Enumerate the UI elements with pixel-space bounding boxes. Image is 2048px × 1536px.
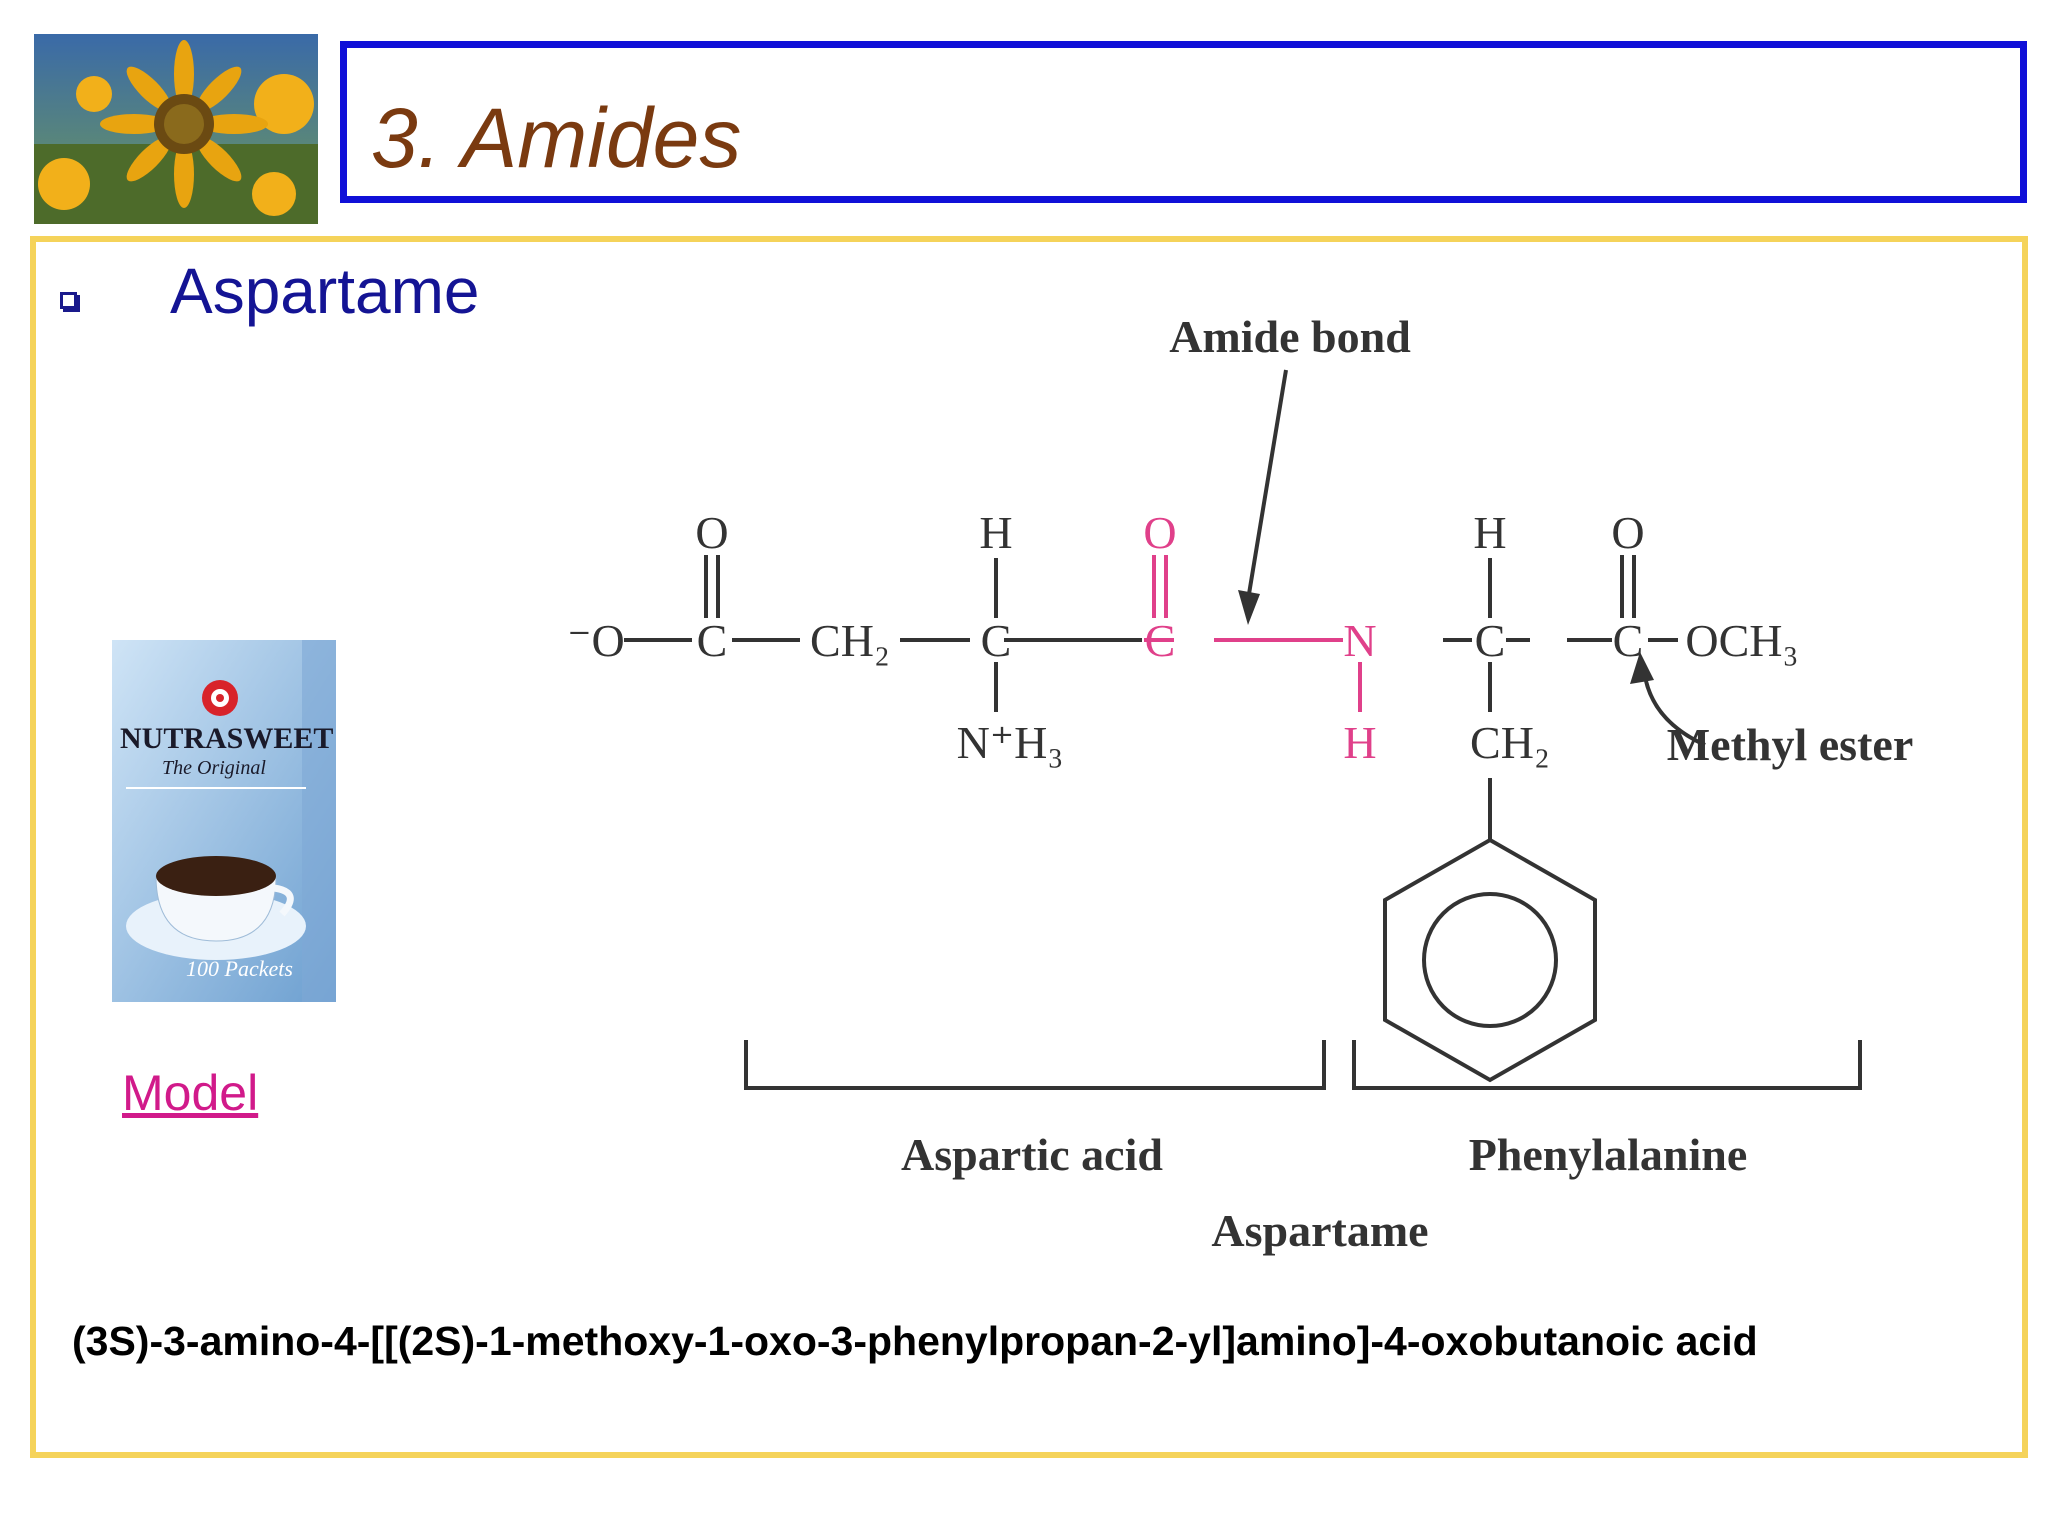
atom-c3-amide: C: [1145, 615, 1176, 666]
atom-och3: OCH₃: [1685, 615, 1798, 666]
atom-h2: H: [1473, 507, 1506, 558]
product-brand: NUTRASWEET: [120, 722, 333, 755]
atom-o2-amide: O: [1143, 507, 1176, 558]
atom-nh3: N⁺H₃: [957, 717, 1064, 768]
atom-c1: C: [697, 615, 728, 666]
atom-h1: H: [979, 507, 1012, 558]
label-amide-bond: Amide bond: [1169, 311, 1411, 362]
title-box: 3. Amides: [340, 41, 2027, 203]
content-box: [30, 236, 2028, 1458]
atom-c4: C: [1475, 615, 1506, 666]
atom-o3: O: [1611, 507, 1644, 558]
nutrasweet-box-image: NUTRASWEET The Original 100 Packets: [106, 636, 342, 1006]
label-methyl-ester: Methyl ester: [1667, 719, 1914, 770]
product-count: 100 Packets: [186, 956, 293, 981]
atom-n-amide: N: [1343, 615, 1376, 666]
aspartame-structure-diagram: ⁻O C O CH₂ C H N⁺H₃ C H CH₂ C O OCH₃ O C…: [567, 311, 1914, 1256]
sunflower-image: [34, 34, 318, 224]
label-aspartame: Aspartame: [1211, 1205, 1428, 1256]
atom-o-minus: ⁻O: [567, 615, 625, 666]
bullet-heading: Aspartame: [170, 255, 480, 327]
atom-c2: C: [981, 615, 1012, 666]
label-aspartic-acid: Aspartic acid: [901, 1129, 1163, 1180]
atom-h-amide: H: [1343, 717, 1376, 768]
product-subtitle: The Original: [162, 757, 266, 779]
model-link[interactable]: Model: [122, 1065, 259, 1121]
checkbox-bullet-icon: [60, 292, 77, 309]
slide-title: 3. Amides: [371, 91, 742, 185]
iupac-name: (3S)-3-amino-4-[[(2S)-1-methoxy-1-oxo-3-…: [72, 1318, 1758, 1364]
label-phenylalanine: Phenylalanine: [1469, 1129, 1748, 1180]
atom-c5: C: [1613, 615, 1644, 666]
atom-ch2-1: CH₂: [810, 615, 890, 666]
atom-o1: O: [695, 507, 728, 558]
atom-ch2-2: CH₂: [1470, 717, 1550, 768]
